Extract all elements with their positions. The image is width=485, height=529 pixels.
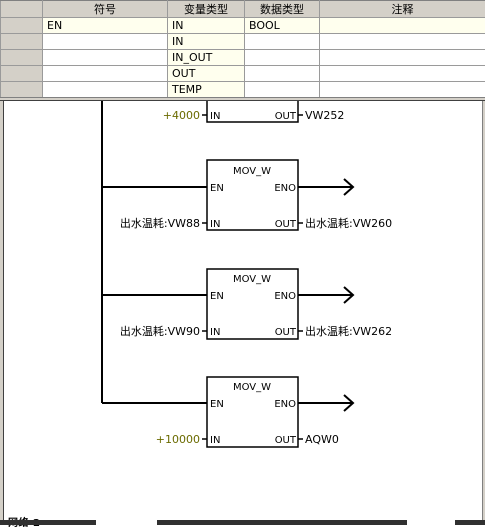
cell-comment[interactable] xyxy=(320,82,485,98)
cell-data-type[interactable] xyxy=(245,82,320,98)
variable-table: 符号 变量类型 数据类型 注释 EN IN BOOL IN IN_OUT OUT… xyxy=(0,0,485,98)
in-value[interactable]: 出水温耗:VW90 xyxy=(120,324,200,338)
column-header-symbol[interactable]: 符号 xyxy=(43,1,168,18)
table-header-row: 符号 变量类型 数据类型 注释 xyxy=(1,1,485,18)
column-header-var-type[interactable]: 变量类型 xyxy=(168,1,245,18)
en-pin: EN xyxy=(210,399,224,410)
ladder-editor[interactable]: +4000 IN OUT VW252 MOV_W EN ENO 出水温耗:VW8… xyxy=(0,101,485,525)
en-pin: EN xyxy=(210,291,224,302)
block-title: MOV_W xyxy=(233,166,271,177)
partial-move-block[interactable]: +4000 IN OUT VW252 xyxy=(163,101,345,122)
cell-symbol[interactable]: EN xyxy=(43,18,168,34)
cell-comment[interactable] xyxy=(320,34,485,50)
column-header-data-type[interactable]: 数据类型 xyxy=(245,1,320,18)
out-value[interactable]: AQW0 xyxy=(305,433,339,446)
mov-w-block[interactable]: MOV_W EN ENO 出水温耗:VW88 IN OUT 出水温耗:VW260 xyxy=(102,160,392,230)
cell-data-type[interactable] xyxy=(245,50,320,66)
out-pin: OUT xyxy=(275,219,297,230)
partial-out-value[interactable]: VW252 xyxy=(305,109,344,122)
cell-var-type[interactable]: IN xyxy=(168,34,245,50)
eno-pin: ENO xyxy=(274,183,296,194)
cell-var-type[interactable]: IN_OUT xyxy=(168,50,245,66)
in-pin: IN xyxy=(210,219,220,230)
table-row[interactable]: IN xyxy=(1,34,485,50)
out-value[interactable]: 出水温耗:VW260 xyxy=(305,216,392,230)
eno-pin: ENO xyxy=(274,399,296,410)
row-header[interactable] xyxy=(1,66,43,82)
row-header[interactable] xyxy=(1,50,43,66)
table-corner xyxy=(1,1,43,18)
out-pin: OUT xyxy=(275,327,297,338)
in-value[interactable]: 出水温耗:VW88 xyxy=(120,216,200,230)
cell-comment[interactable] xyxy=(320,50,485,66)
in-pin: IN xyxy=(210,435,220,446)
cell-var-type[interactable]: TEMP xyxy=(168,82,245,98)
en-pin: EN xyxy=(210,183,224,194)
mov-w-block[interactable]: MOV_W EN ENO 出水温耗:VW90 IN OUT 出水温耗:VW262 xyxy=(102,269,392,339)
row-header[interactable] xyxy=(1,18,43,34)
eno-pin: ENO xyxy=(274,291,296,302)
row-header[interactable] xyxy=(1,82,43,98)
partial-in-pin: IN xyxy=(210,111,220,122)
table-row[interactable]: OUT xyxy=(1,66,485,82)
table-row[interactable]: EN IN BOOL xyxy=(1,18,485,34)
cell-comment[interactable] xyxy=(320,66,485,82)
border-segment xyxy=(157,520,407,525)
cell-data-type[interactable]: BOOL xyxy=(245,18,320,34)
cell-var-type[interactable]: OUT xyxy=(168,66,245,82)
ladder-diagram: +4000 IN OUT VW252 MOV_W EN ENO 出水温耗:VW8… xyxy=(0,101,485,525)
table-row[interactable]: TEMP xyxy=(1,82,485,98)
block-title: MOV_W xyxy=(233,382,271,393)
border-segment xyxy=(455,520,485,525)
cell-symbol[interactable] xyxy=(43,66,168,82)
partial-out-pin: OUT xyxy=(275,111,297,122)
mov-w-block[interactable]: MOV_W EN ENO +10000 IN OUT AQW0 xyxy=(102,377,353,447)
cell-symbol[interactable] xyxy=(43,50,168,66)
cell-data-type[interactable] xyxy=(245,34,320,50)
block-title: MOV_W xyxy=(233,274,271,285)
cell-var-type[interactable]: IN xyxy=(168,18,245,34)
column-header-comment[interactable]: 注释 xyxy=(320,1,485,18)
partial-in-value[interactable]: +4000 xyxy=(163,109,200,122)
bottom-border xyxy=(0,520,485,525)
out-pin: OUT xyxy=(275,435,297,446)
cell-data-type[interactable] xyxy=(245,66,320,82)
in-value[interactable]: +10000 xyxy=(156,433,200,446)
out-value[interactable]: 出水温耗:VW262 xyxy=(305,324,392,338)
cell-symbol[interactable] xyxy=(43,34,168,50)
border-segment xyxy=(0,520,96,525)
row-header[interactable] xyxy=(1,34,43,50)
cell-symbol[interactable] xyxy=(43,82,168,98)
cell-comment[interactable] xyxy=(320,18,485,34)
in-pin: IN xyxy=(210,327,220,338)
table-row[interactable]: IN_OUT xyxy=(1,50,485,66)
